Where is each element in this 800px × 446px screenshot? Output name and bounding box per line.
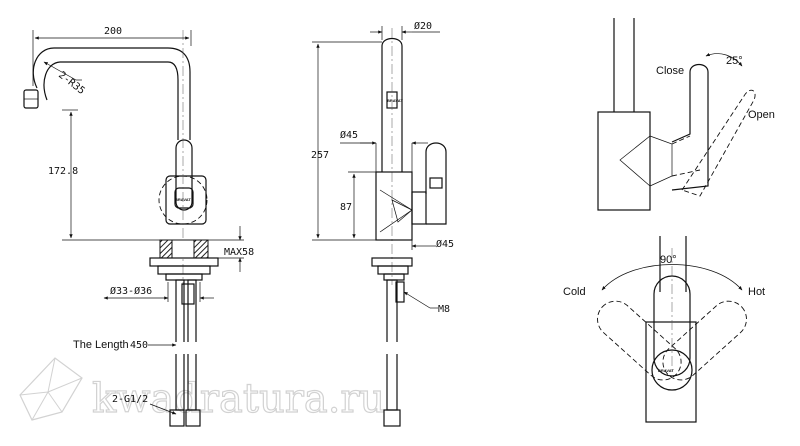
- dim-thread-text: 2-G1/2: [112, 394, 148, 405]
- watermark: kwadratura.ru: [19, 357, 386, 423]
- label-open: Open: [748, 109, 775, 121]
- dim-m8-text: M8: [438, 304, 450, 315]
- dim-87: 87: [340, 171, 376, 239]
- dim-m8: M8: [403, 291, 450, 315]
- dim-172: 172.8: [48, 109, 160, 241]
- side-body: [375, 142, 447, 241]
- handle-detail-front: BRAVAT 90° Cold Hot: [563, 236, 765, 423]
- length-label: The Length: [73, 339, 129, 351]
- label-hot: Hot: [748, 286, 765, 298]
- dim-max58: MAX58: [208, 226, 254, 272]
- dim-200-text: 200: [104, 26, 122, 37]
- dim-thread: 2-G1/2: [112, 394, 177, 415]
- side-view: BRAVAT Ø20: [311, 20, 454, 427]
- side-spout: BRAVAT: [381, 28, 403, 285]
- dim-r35: 2-R35: [43, 61, 87, 97]
- front-base: [149, 239, 219, 281]
- watermark-logo-icon: [19, 357, 83, 421]
- dim-dia33: Ø33-Ø36: [103, 282, 214, 302]
- label-angle-90: 90°: [660, 254, 677, 266]
- dim-dia45-top: Ø45: [340, 129, 428, 172]
- length-value: 450: [130, 340, 148, 351]
- label-angle-25: 25°: [726, 55, 743, 67]
- dim-dia45-top-text: Ø45: [340, 129, 358, 141]
- dim-200: 200: [32, 26, 192, 86]
- watermark-text: kwadratura.ru: [92, 376, 385, 422]
- front-detail-brand-logo: BRAVAT: [658, 368, 674, 373]
- front-spout: [23, 47, 191, 140]
- dim-dia45-bottom-text: Ø45: [436, 238, 454, 250]
- dim-257: 257: [311, 41, 382, 241]
- dim-172-text: 172.8: [48, 166, 78, 177]
- side-brand-logo: BRAVAT: [387, 98, 403, 103]
- dim-dia33-text: Ø33-Ø36: [110, 285, 152, 297]
- dim-dia20: Ø20: [370, 20, 440, 40]
- dim-r35-text: 2-R35: [56, 70, 86, 97]
- handle-detail-side: Close 25° Open: [597, 18, 775, 211]
- dim-87-text: 87: [340, 202, 352, 213]
- dim-length: The Length 450: [73, 339, 177, 351]
- label-close: Close: [656, 65, 684, 77]
- dim-257-text: 257: [311, 150, 329, 161]
- front-view: BRAVAT 200: [23, 26, 254, 427]
- dim-dia20-text: Ø20: [414, 20, 432, 32]
- dim-max58-text: MAX58: [224, 247, 254, 258]
- dim-dia45-bottom: Ø45: [411, 238, 454, 250]
- label-cold: Cold: [563, 286, 586, 298]
